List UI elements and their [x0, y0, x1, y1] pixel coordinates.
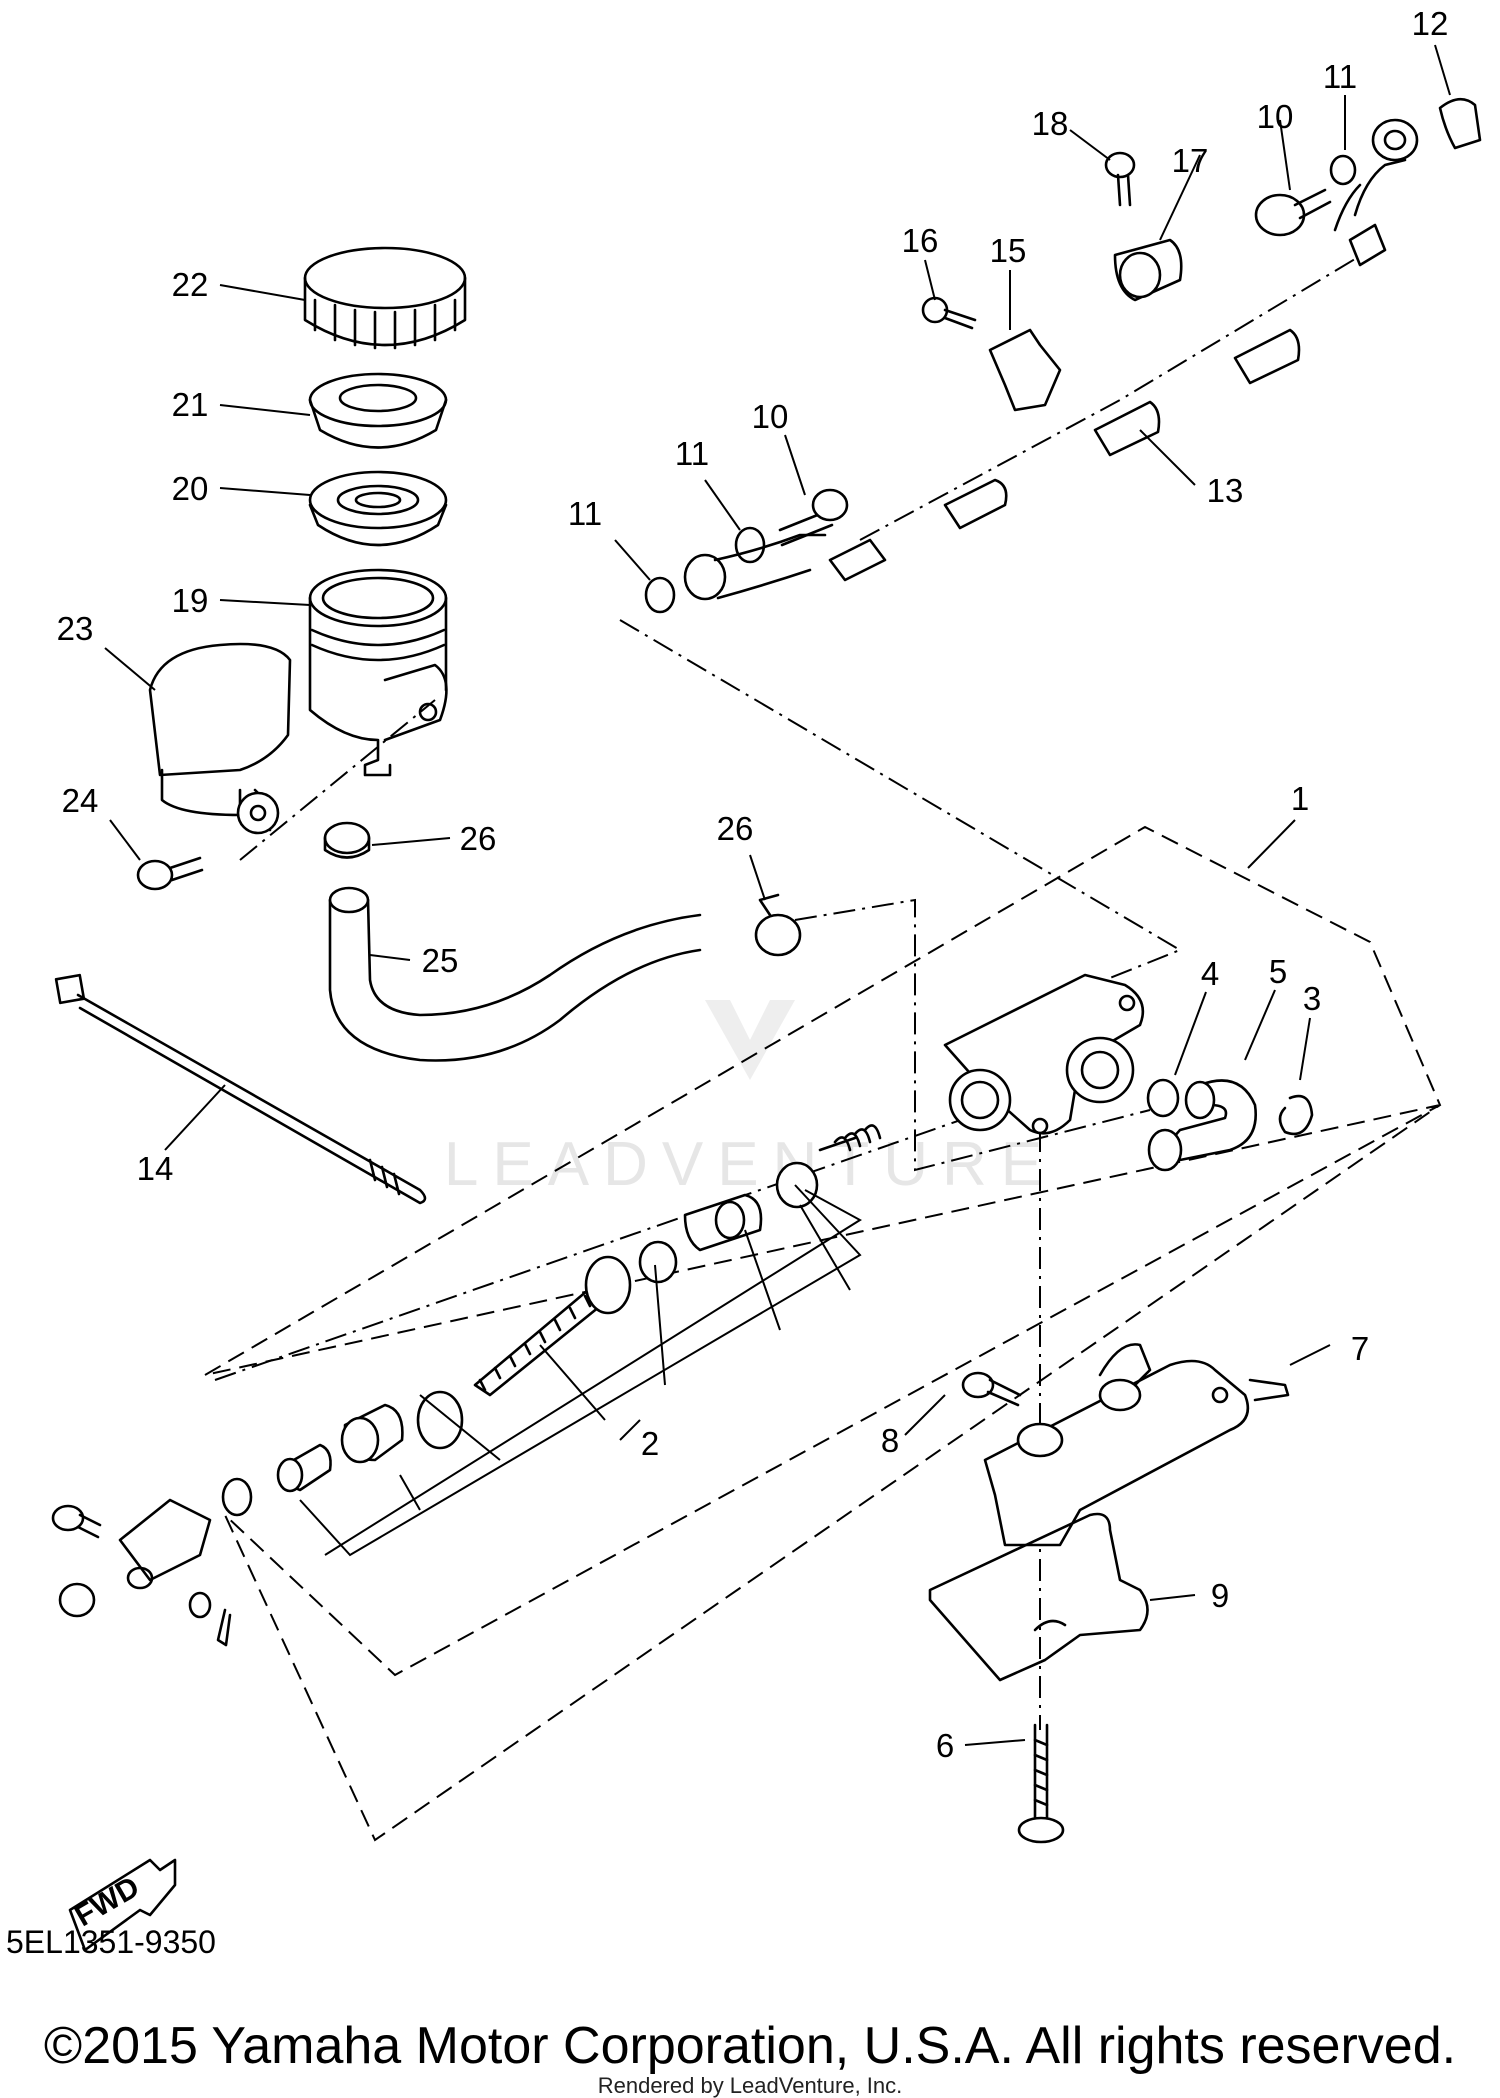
- bolt-6-part[interactable]: [1017, 1723, 1065, 1844]
- piston-kit-part[interactable]: [221, 1124, 882, 1517]
- callout-15: 15: [990, 232, 1027, 269]
- callout-16: 16: [902, 222, 939, 259]
- callout-leaders: [104, 44, 1451, 1746]
- diaphragm-part[interactable]: [308, 470, 448, 547]
- rendered-by-notice: Rendered by LeadVenture, Inc.: [597, 2073, 903, 2098]
- callout-13: 13: [1207, 472, 1244, 509]
- callout-17: 17: [1172, 142, 1209, 179]
- routing-line-hose: [619, 619, 1183, 1021]
- callout-14: 14: [137, 1150, 174, 1187]
- union-bolt-upper-part[interactable]: [1254, 154, 1357, 237]
- callout-3: 3: [1303, 980, 1321, 1017]
- callout-1: 1: [1291, 780, 1309, 817]
- callout-7: 7: [1351, 1330, 1369, 1367]
- callout-18: 18: [1032, 105, 1069, 142]
- routing-line-reservoir: [794, 898, 1151, 1172]
- watermark-logo-icon: [705, 1000, 795, 1080]
- callout-19: 19: [172, 582, 209, 619]
- assembly-1-boundary: [204, 825, 1442, 1842]
- callout-22: 22: [172, 266, 209, 303]
- callout-labels: 1 2 3 4 5 6 7 8 9 10 10 11 11 11 12 13 1…: [57, 5, 1449, 1764]
- callout-12: 12: [1412, 5, 1449, 42]
- guard-plate-part[interactable]: [928, 1512, 1149, 1682]
- clevis-assembly-part[interactable]: [51, 1498, 232, 1647]
- hose-holder-part[interactable]: [921, 296, 1062, 412]
- callout-11-upper: 11: [1323, 58, 1357, 95]
- hose-clamp-upper-part[interactable]: [323, 821, 371, 859]
- hose-guide-part[interactable]: [1438, 97, 1482, 150]
- copyright-notice: ©2015 Yamaha Motor Corporation, U.S.A. A…: [43, 2017, 1457, 2075]
- callout-10-lower: 10: [752, 398, 789, 435]
- callout-6: 6: [936, 1727, 954, 1764]
- callout-11-lower: 11: [568, 495, 602, 532]
- callout-21: 21: [172, 386, 209, 423]
- bolt-8-part[interactable]: [961, 1371, 1022, 1407]
- piston-kit-bracket-lines: [299, 1184, 862, 1557]
- callout-10-upper: 10: [1257, 98, 1294, 135]
- callout-25: 25: [422, 942, 459, 979]
- master-cylinder-body-part[interactable]: [943, 973, 1145, 1135]
- reservoir-hose-part[interactable]: [328, 886, 702, 1062]
- callout-20: 20: [172, 470, 209, 507]
- o-ring-part[interactable]: [1146, 1078, 1180, 1118]
- cable-tie-part[interactable]: [54, 973, 427, 1205]
- callout-2: 2: [641, 1425, 659, 1462]
- watermark-text: LEADVENTURE: [444, 1130, 1056, 1199]
- callout-8: 8: [881, 1422, 899, 1459]
- hose-clamp-17-part[interactable]: [1104, 151, 1183, 302]
- circlip-part[interactable]: [1278, 1094, 1314, 1136]
- bolt-24-part[interactable]: [136, 856, 204, 891]
- callout-24: 24: [62, 782, 99, 819]
- callout-11-middle: 11: [675, 435, 709, 472]
- cylinder-bracket-part[interactable]: [983, 1343, 1290, 1547]
- brake-hose-part[interactable]: [683, 118, 1419, 601]
- hose-clamp-lower-part[interactable]: [754, 893, 802, 957]
- callout-9: 9: [1211, 1577, 1229, 1614]
- routing-line-cylinder: [214, 1114, 976, 1381]
- callout-4: 4: [1201, 955, 1219, 992]
- watermark: LEADVENTURE: [444, 1000, 1056, 1199]
- diaphragm-holder-part[interactable]: [308, 372, 448, 449]
- callout-26-upper: 26: [460, 820, 497, 857]
- reservoir-tank-part[interactable]: [308, 568, 448, 777]
- reservoir-cap-part[interactable]: [303, 246, 467, 350]
- callout-5: 5: [1269, 953, 1287, 990]
- part-code: 5EL1351-9350: [6, 1924, 216, 1960]
- routing-line-reservoir-cap: [239, 699, 436, 861]
- routing-line-brake-hose: [859, 249, 1371, 541]
- callout-26-lower: 26: [717, 810, 754, 847]
- reservoir-cover-part[interactable]: [148, 642, 292, 835]
- hose-joint-part[interactable]: [1147, 1079, 1258, 1172]
- callout-23: 23: [57, 610, 94, 647]
- piston-kit-leaders: [324, 1189, 862, 1556]
